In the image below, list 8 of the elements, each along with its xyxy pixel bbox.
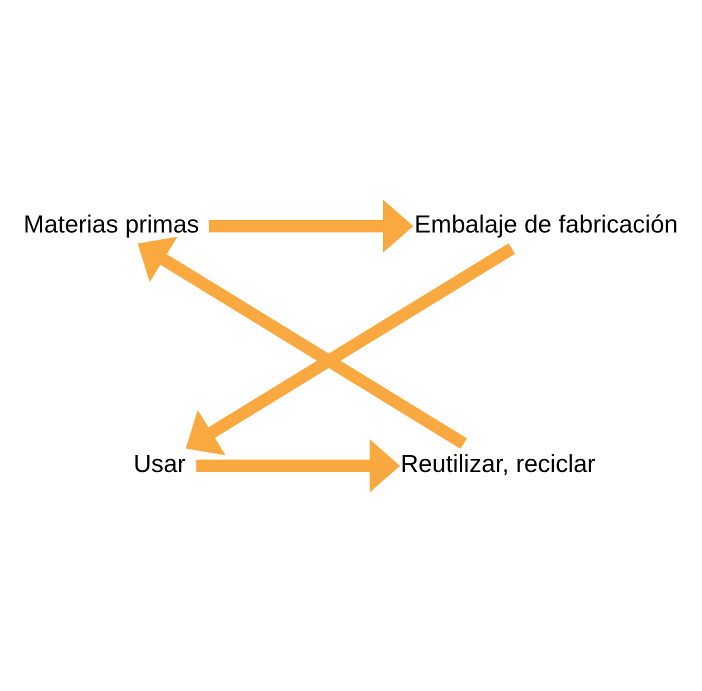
arrow [186, 242, 516, 455]
arrow [196, 438, 400, 492]
node-text: Usar [133, 450, 186, 478]
arrow [209, 199, 414, 252]
node-text: Materias primas [24, 210, 200, 238]
arrow [138, 236, 467, 448]
node-text: Embalaje de fabricación [414, 210, 678, 238]
node-text: Reutilizar, reciclar [400, 450, 596, 478]
